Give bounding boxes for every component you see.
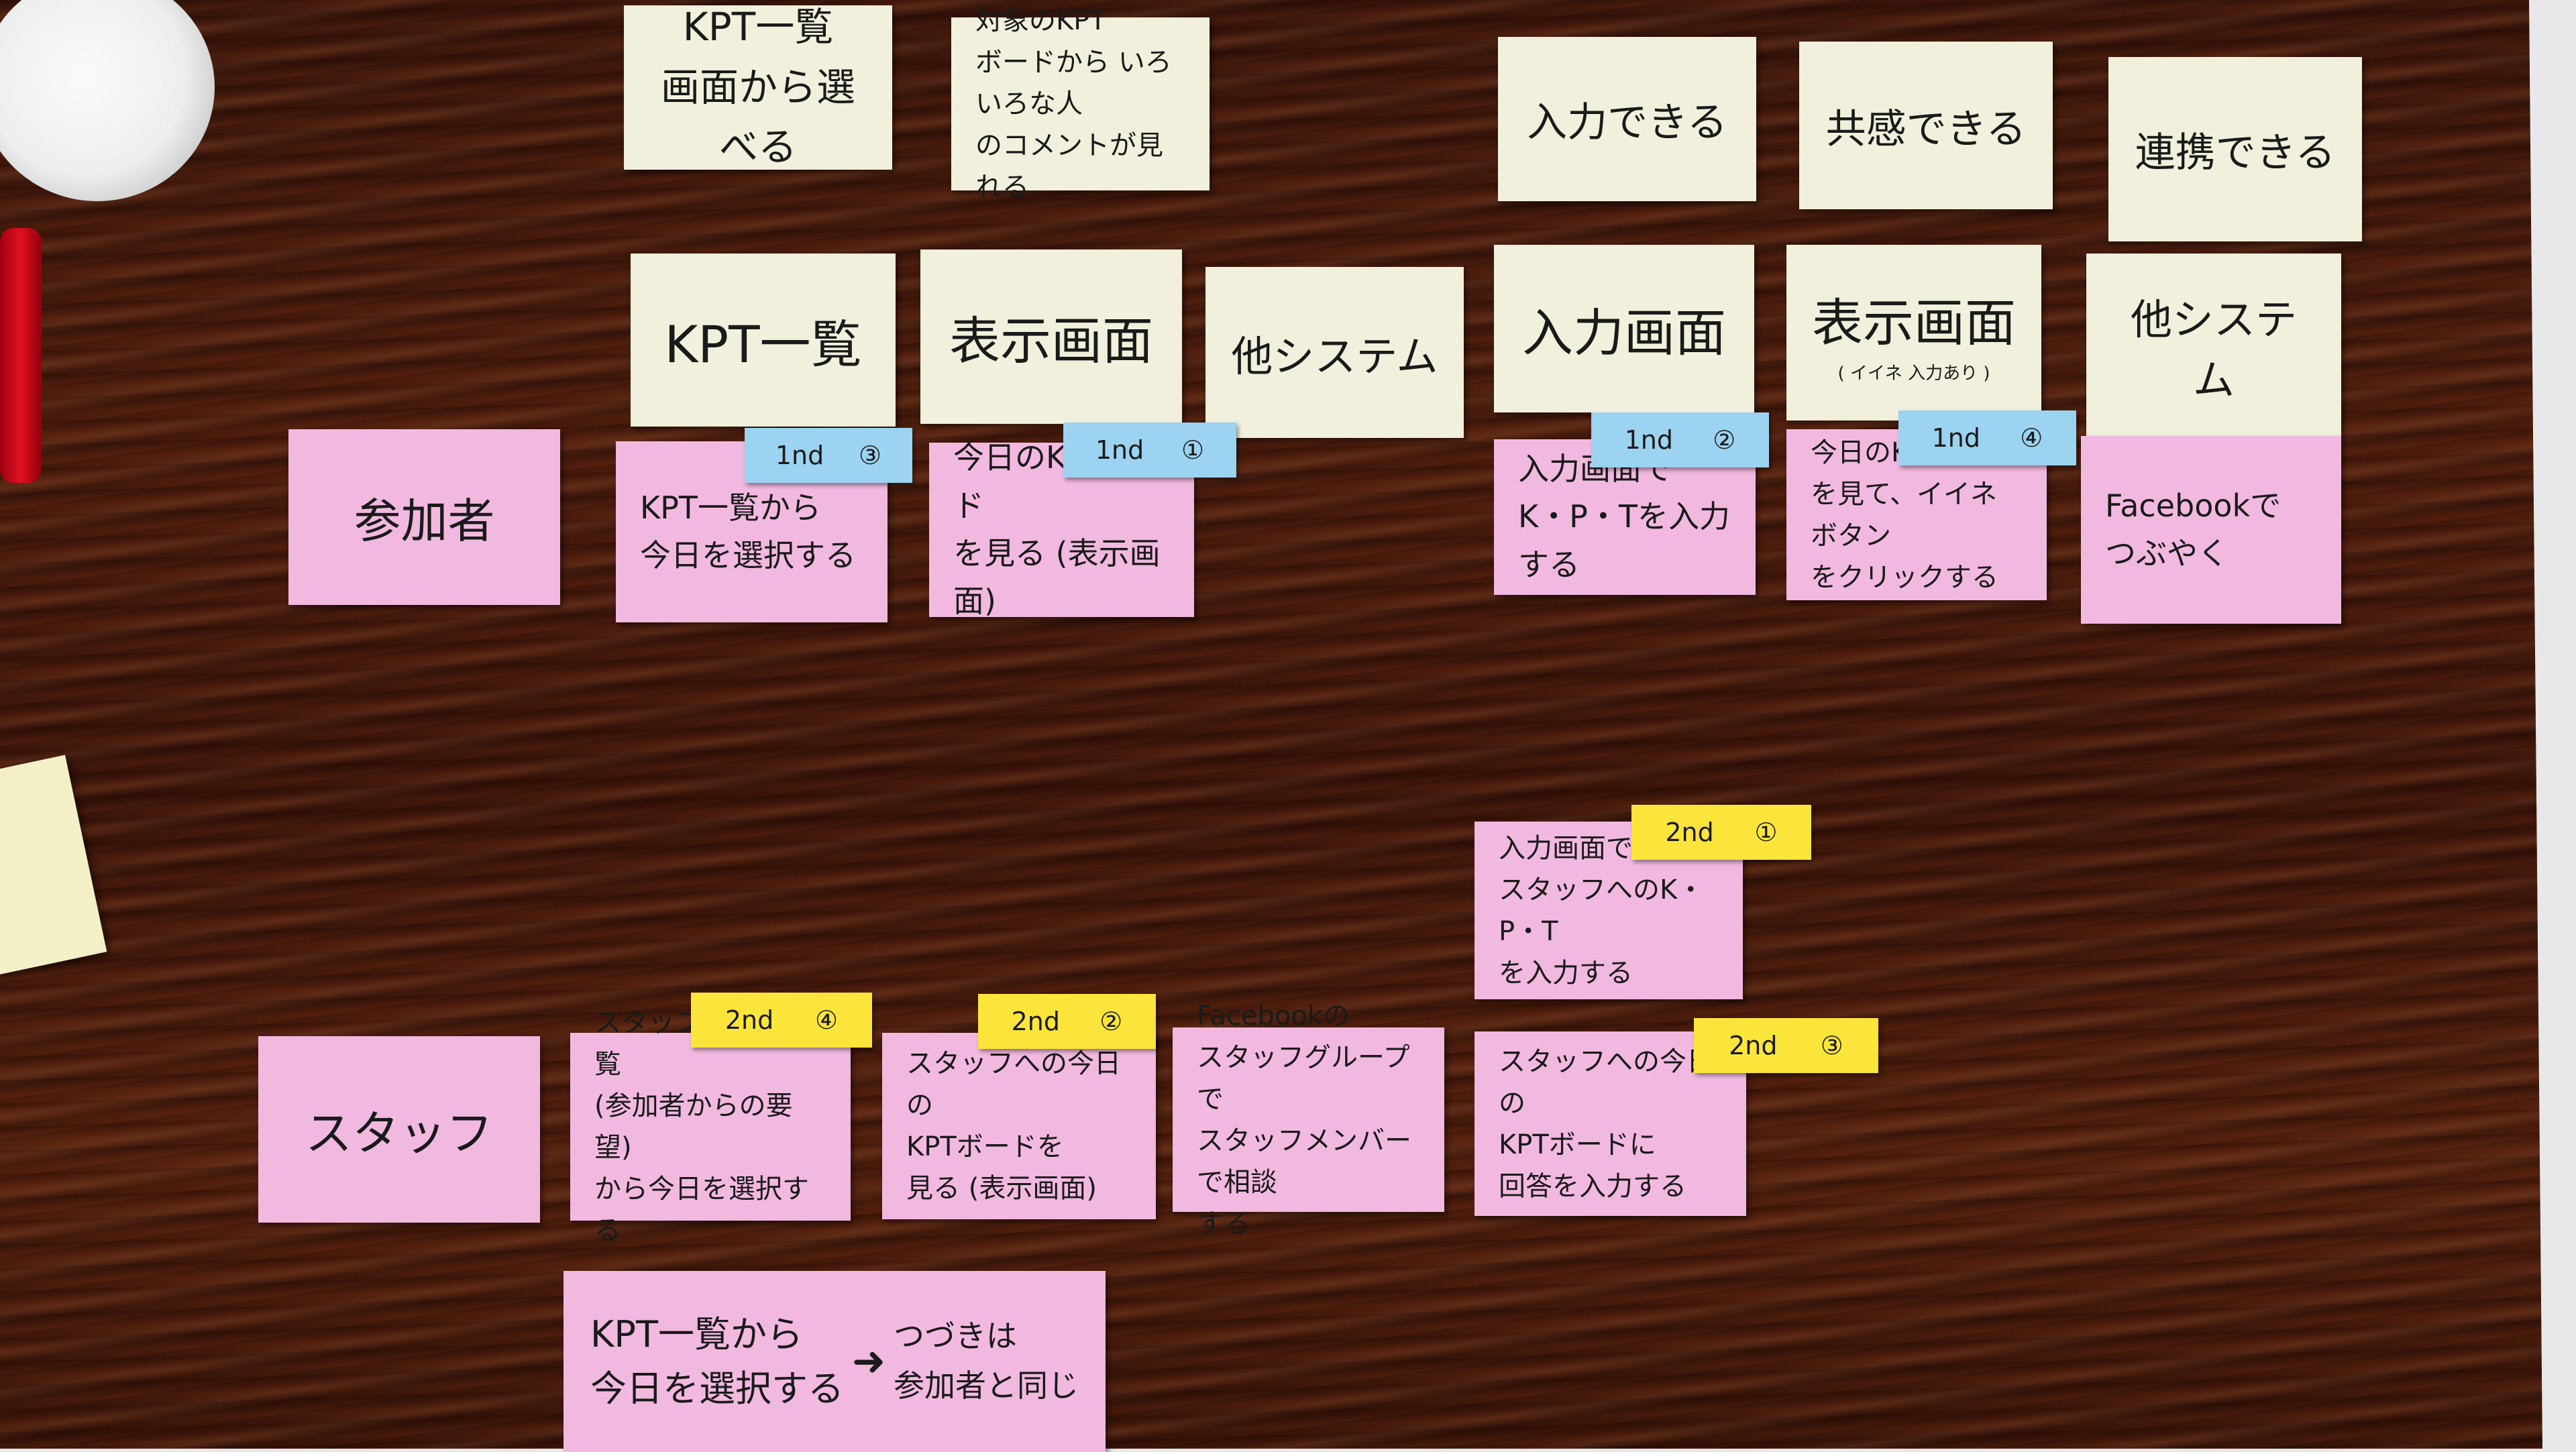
participant-step-2-tag: 1nd ① [1063, 423, 1236, 478]
tag-number: ③ [1820, 1031, 1843, 1060]
staff-continuation-note: KPT一覧から 今日を選択する ➜ つづきは 参加者と同じ [564, 1271, 1106, 1452]
card-screen-input: 入力画面 [1494, 245, 1754, 412]
tag-label: 2nd [1665, 818, 1714, 847]
continuation-left: KPT一覧から 今日を選択する [590, 1313, 844, 1410]
red-pen [0, 228, 42, 483]
staff-step-input: 入力画面で スタッフへのK・P・T を入力する [1474, 822, 1743, 999]
card-screen-display-1: 表示画面 [920, 249, 1182, 424]
tag-number: ② [1099, 1007, 1123, 1036]
tag-label: 1nd [1624, 425, 1674, 455]
participant-step-3-tag: 1nd ② [1591, 412, 1769, 467]
continuation-right: つづきは 参加者と同じ [894, 1318, 1079, 1404]
arrow-right-icon: ➜ [851, 1338, 886, 1385]
participant-step-2: 今日のKPTボード を見る (表示画面) [929, 439, 1194, 619]
tag-number: ① [1181, 435, 1205, 465]
card-target-kpt-board: 対象のKPT ボードから いろいろな人 のコメントが見れる [951, 5, 1210, 203]
card-can-integrate: 連携できる [2108, 57, 2362, 241]
tag-label: 2nd [1729, 1031, 1778, 1060]
staff-step-4-tag: 2nd ③ [1694, 1018, 1878, 1073]
role-participant: 参加者 [288, 429, 560, 605]
card-kpt-list-selectable: KPT一覧 画面から選べる [624, 4, 892, 170]
paper-cup [0, 0, 215, 201]
staff-step-3: Facebookの スタッフグループで スタッフメンバーで相談 する [1173, 1001, 1444, 1239]
tag-number: ④ [2020, 423, 2043, 453]
card-screen-display-2-sub: ( イイネ 入力あり ) [1837, 363, 1990, 384]
card-screen-display-2: 表示画面 ( イイネ 入力あり ) [1786, 245, 2041, 421]
tag-label: 1nd [1095, 435, 1144, 465]
participant-step-1: KPT一覧から 今日を選択する [616, 441, 888, 622]
card-screen-kpt-list: KPT一覧 [631, 254, 896, 427]
tag-label: 1nd [775, 441, 824, 470]
tag-label: 2nd [1011, 1007, 1061, 1036]
participant-step-5: Facebookで つぶやく [2081, 436, 2341, 624]
staff-step-1-tag: 2nd ④ [691, 993, 872, 1048]
tag-number: ① [1754, 818, 1778, 847]
staff-step-2-tag: 2nd ② [978, 994, 1156, 1049]
tag-number: ④ [815, 1005, 839, 1035]
tag-label: 2nd [724, 1005, 774, 1035]
participant-step-3: 入力画面で K・P・Tを入力する [1494, 439, 1756, 595]
staff-step-2: スタッフへの今日の KPTボードを 見る (表示画面) [882, 1033, 1156, 1219]
staff-step-input-tag: 2nd ① [1631, 805, 1811, 860]
tag-label: 1nd [1931, 423, 1981, 453]
tag-number: ③ [859, 441, 882, 470]
card-can-empathize: 共感できる [1799, 42, 2053, 209]
card-screen-other-system-1: 他システム [1205, 267, 1464, 438]
role-staff: スタッフ [258, 1036, 540, 1223]
tag-number: ② [1713, 425, 1736, 455]
card-screen-display-2-title: 表示画面 [1812, 292, 2016, 353]
participant-step-4-tag: 1nd ④ [1898, 410, 2076, 465]
card-screen-other-system-2: 他システム [2086, 254, 2341, 438]
participant-step-1-tag: 1nd ③ [745, 428, 912, 483]
card-can-input: 入力できる [1498, 37, 1756, 201]
